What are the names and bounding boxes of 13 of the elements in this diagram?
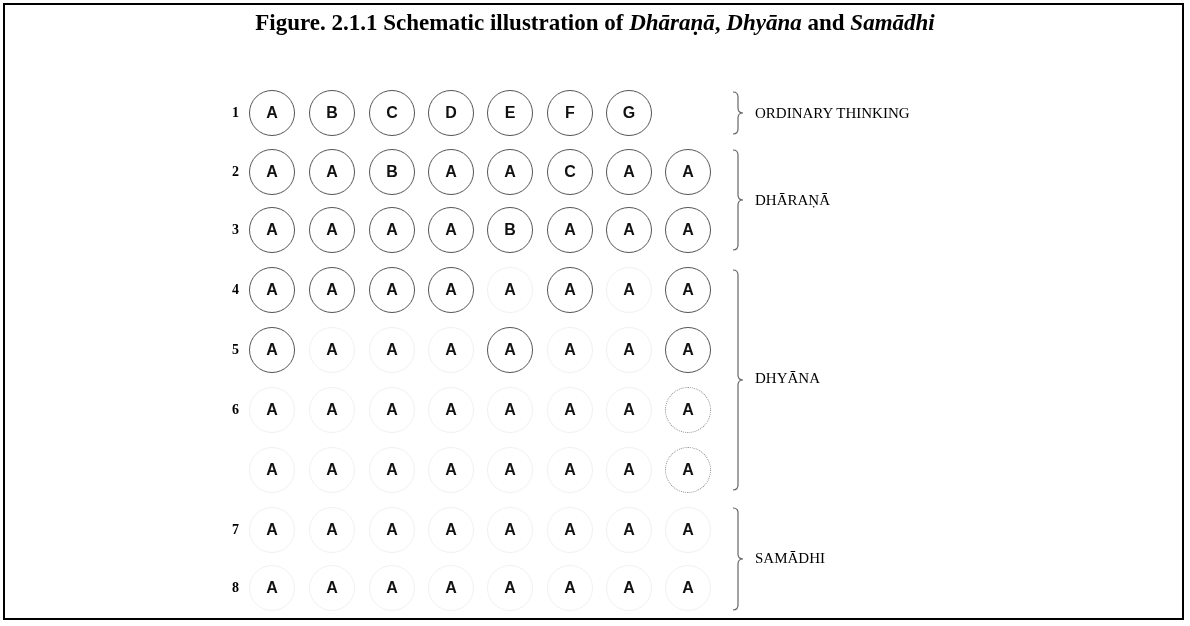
bracket-label: DHĀRAṆĀ [755,191,830,209]
row-number: 1 [232,105,239,121]
row-number: 2 [232,164,239,180]
row-number: 4 [232,282,239,298]
row-number: 6 [232,402,239,418]
bracket-label: DHYĀNA [755,369,820,387]
row-number: 3 [232,222,239,238]
row-number: 8 [232,580,239,596]
bracket-label: SAMĀDHI [755,549,825,567]
row-number: 7 [232,522,239,538]
row-number: 5 [232,342,239,358]
figure-title: Figure. 2.1.1 Schematic illustration of Dhāraṇā, Dhyāna and Samādhi [254,10,936,36]
bracket-label: ORDINARY THINKING [755,104,910,122]
